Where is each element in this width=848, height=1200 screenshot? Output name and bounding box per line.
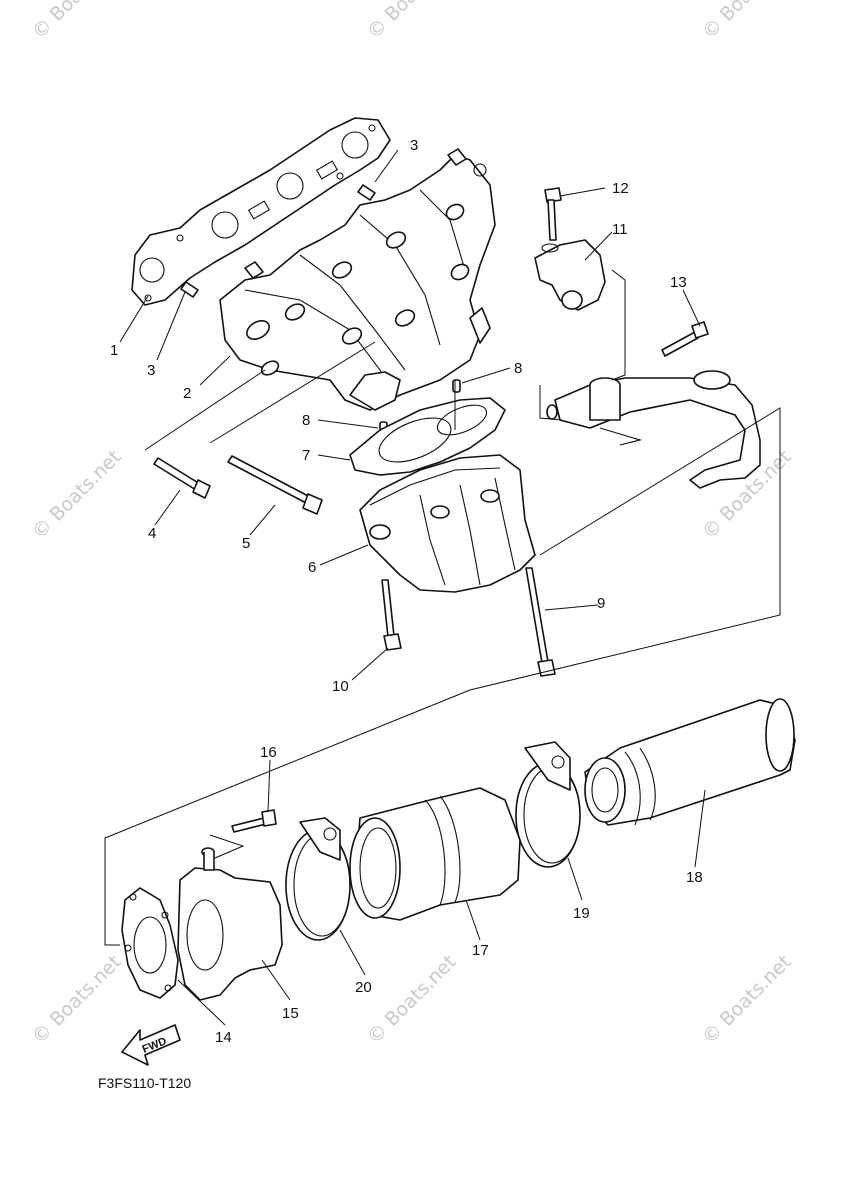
assembly-lines	[104, 269, 781, 946]
callout-label: 4	[148, 525, 156, 542]
exhaust-gasket-part-1	[131, 117, 391, 306]
watermark: © Boats.net	[28, 0, 126, 44]
callout-label: 15	[282, 1005, 299, 1022]
callout-label: 13	[670, 274, 687, 291]
gasket-part-14	[121, 887, 179, 999]
bolt-part-5	[227, 455, 323, 515]
callout-label: 3	[410, 137, 418, 154]
hose-clamp-part-19	[515, 741, 581, 868]
bolt-part-10	[381, 579, 402, 651]
flange-pipe-part-15	[177, 847, 283, 1001]
callout-label: 11	[612, 221, 628, 238]
rubber-hose-part-17	[349, 787, 521, 921]
callout-label: 16	[260, 744, 277, 761]
watermark: © Boats.net	[363, 951, 461, 1049]
bolt-part-13	[661, 321, 709, 357]
exhaust-elbow-part-6	[359, 454, 536, 593]
fwd-arrow-icon: FWD	[121, 1024, 181, 1066]
callout-label: 7	[302, 447, 310, 464]
bolt-part-4	[153, 457, 211, 499]
callout-label: 3	[147, 362, 155, 379]
exhaust-pipe-part-18	[584, 698, 796, 826]
callout-label: 14	[215, 1029, 232, 1046]
callout-label: 10	[332, 678, 349, 695]
callout-label: 5	[242, 535, 250, 552]
leader-lines	[119, 149, 706, 1026]
watermark: © Boats.net	[28, 446, 126, 544]
bolt-part-12	[544, 187, 562, 241]
exhaust-manifold-part-2	[219, 148, 496, 411]
callout-label: 8	[302, 412, 310, 429]
hose-clamp-part-20	[285, 817, 351, 941]
callout-label: 8	[514, 360, 522, 377]
callout-label: 1	[110, 342, 118, 359]
callout-label: 18	[686, 869, 703, 886]
callout-label: 20	[355, 979, 372, 996]
callout-label: 12	[612, 180, 629, 197]
bolt-part-9	[525, 567, 556, 677]
watermark: © Boats.net	[28, 951, 126, 1049]
watermark: © Boats.net	[363, 0, 461, 44]
callout-label: 9	[597, 595, 605, 612]
callout-label: 19	[573, 905, 590, 922]
watermark: © Boats.net	[698, 951, 796, 1049]
gasket-part-7	[349, 397, 506, 476]
diagram-code: F3FS110-T120	[98, 1075, 191, 1091]
watermark: © Boats.net	[698, 0, 796, 44]
callout-label: 17	[472, 942, 489, 959]
bolt-part-16	[231, 809, 277, 833]
dowel-pins-part-3	[180, 184, 376, 298]
exhaust-pipe-assembly	[546, 370, 761, 489]
callout-label: 6	[308, 559, 316, 576]
callouts: 1 2 3 3 4 5 6 7 8 8 9 10 11 12 13 14 15 …	[110, 137, 703, 1046]
callout-label: 2	[183, 385, 191, 402]
